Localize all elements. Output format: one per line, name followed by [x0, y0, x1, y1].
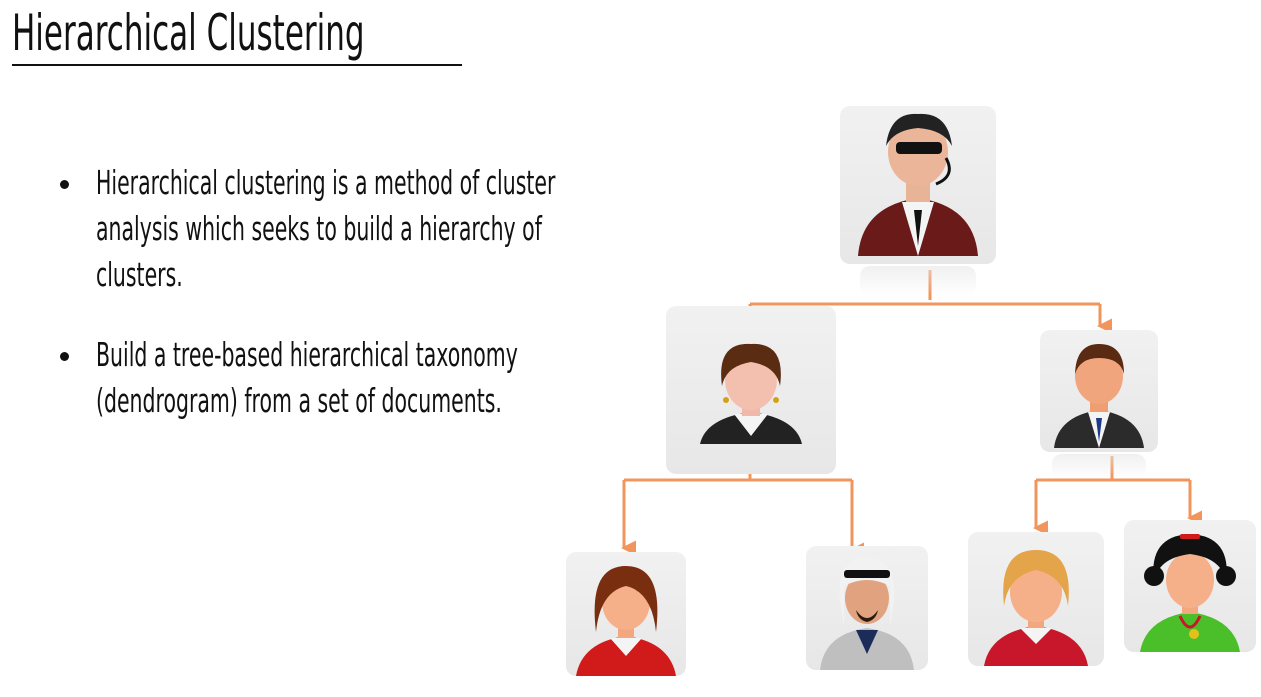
man-headdress-icon — [820, 558, 914, 670]
tree-node-leaf-1 — [566, 552, 686, 676]
bullet-item: Hierarchical clustering is a method of c… — [56, 160, 576, 298]
node-reflection — [860, 266, 976, 296]
woman-green-dress-icon — [1140, 534, 1240, 652]
woman-blonde-icon — [984, 550, 1088, 666]
node-reflection — [1052, 454, 1146, 478]
bullet-dot — [60, 352, 69, 361]
tree-node-leaf-3 — [968, 532, 1104, 666]
man-sunglasses-headset-icon — [858, 113, 978, 256]
man-business-icon — [1054, 344, 1144, 448]
tree-node-leaf-4 — [1124, 520, 1256, 652]
bullet-dot — [60, 180, 69, 189]
woman-red-shirt-icon — [576, 566, 676, 676]
tree-node-root — [840, 106, 996, 264]
bullet-text: Build a tree-based hierarchical taxonomy… — [96, 335, 518, 420]
bullet-text: Hierarchical clustering is a method of c… — [96, 163, 556, 294]
hierarchy-tree — [560, 100, 1261, 697]
tree-node-leaf-2 — [806, 546, 928, 670]
tree-node-right — [1040, 330, 1158, 452]
bullet-item: Build a tree-based hierarchical taxonomy… — [56, 332, 576, 424]
slide-title: Hierarchical Clustering — [12, 4, 365, 62]
woman-business-icon — [700, 343, 802, 444]
tree-node-left — [666, 306, 836, 474]
title-underline — [12, 64, 462, 66]
bullet-list: Hierarchical clustering is a method of c… — [56, 160, 576, 458]
